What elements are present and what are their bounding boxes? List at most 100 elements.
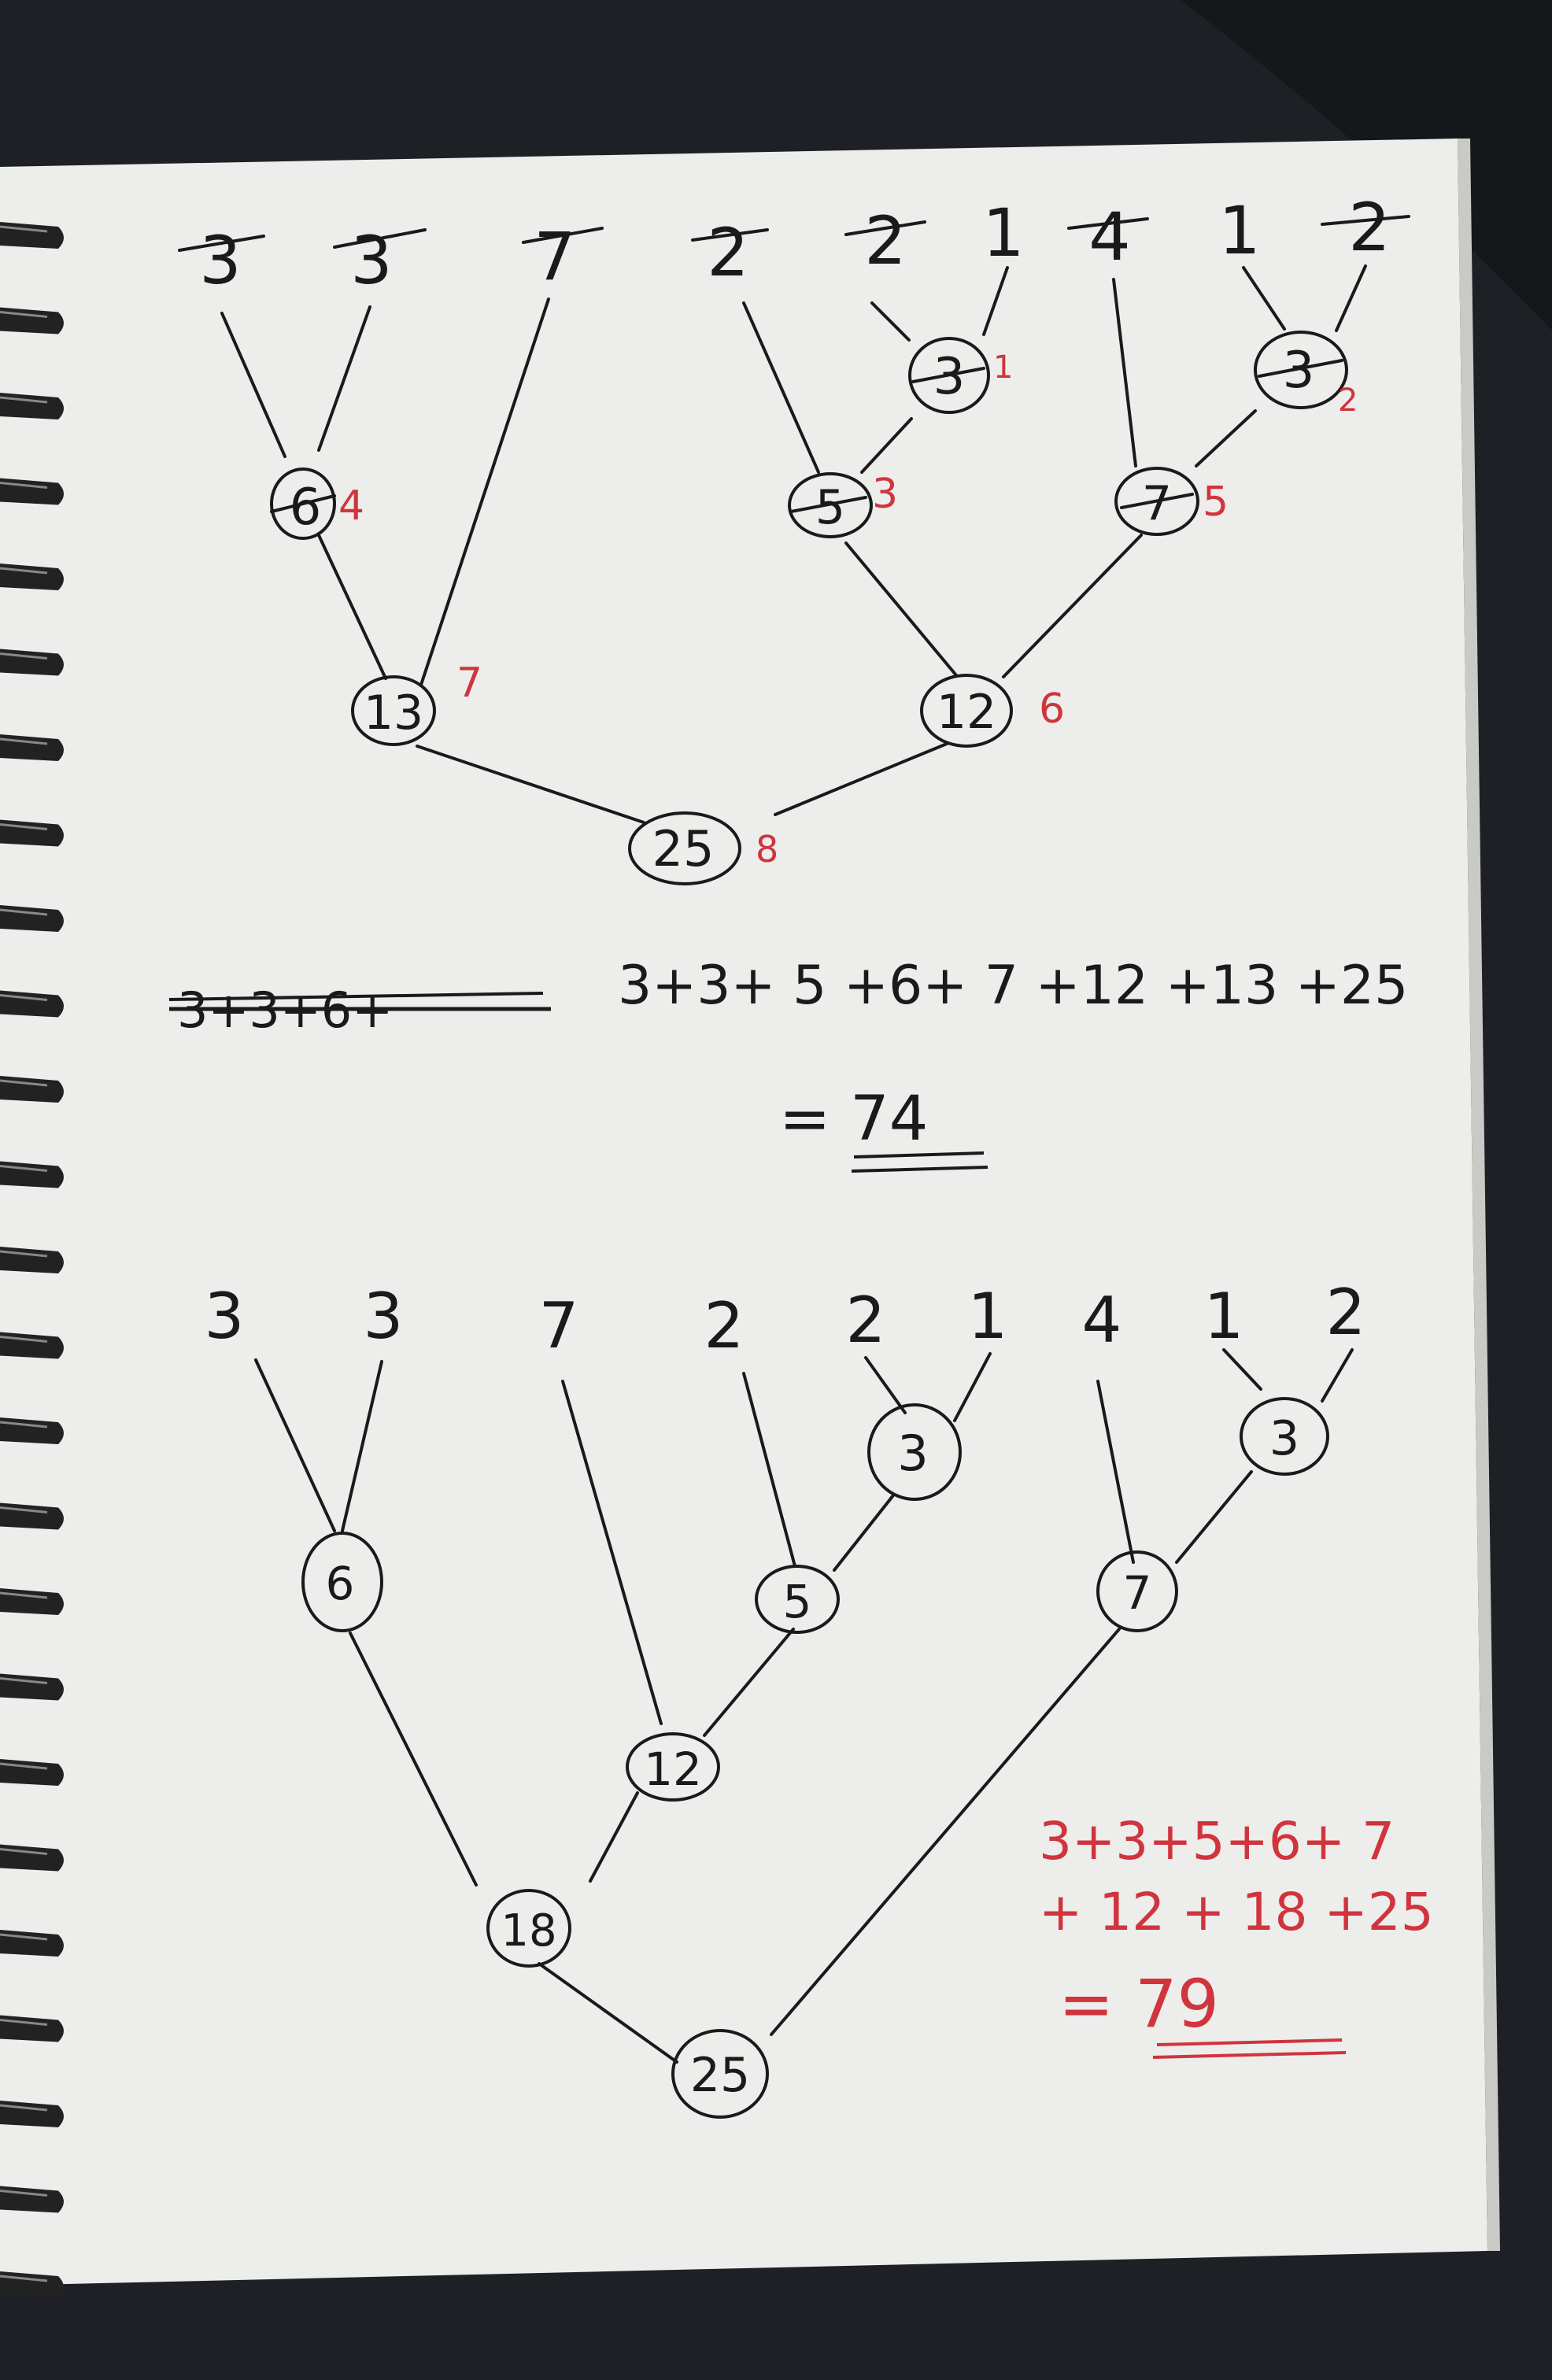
sum-1: 3+3+6+ 3+3+ 5 +6+ 7 +12 +13 +25 = 74 (168, 955, 1408, 1173)
tree2-edge (770, 1628, 1121, 2036)
spiral-ring-highlight (0, 1762, 48, 1770)
page-edge-shadow (1458, 139, 1500, 2251)
tree2-edge (742, 1372, 796, 1568)
order-label: 8 (756, 828, 778, 870)
tree2-edge (1096, 1380, 1135, 1564)
tree2-edge (833, 1494, 895, 1572)
tree1-edge (317, 534, 387, 680)
tree2-node-12: 12 (644, 1743, 702, 1796)
sum2-result: = 79 (1059, 1965, 1219, 2042)
sum1-underline (853, 1151, 985, 1159)
spiral-ring-highlight (0, 567, 48, 575)
order-label: 7 (456, 660, 482, 707)
tree1-leaf: 2 (864, 202, 906, 279)
tree1-order-labels: 1 2 3 4 5 6 7 8 (338, 349, 1358, 870)
order-label: 6 (1039, 686, 1065, 733)
tree1-node-25: 25 (652, 820, 715, 878)
sum2-line1: 3+3+5+6+ 7 (1039, 1811, 1395, 1872)
spiral-ring-highlight (0, 225, 48, 233)
spiral-ring-highlight (0, 1677, 48, 1684)
tree1-edge (1112, 278, 1137, 468)
tree1-edge (870, 301, 911, 342)
spiral-binding (0, 222, 64, 2298)
tree2-node-3a: 3 (897, 1425, 928, 1482)
tree2-node-18: 18 (501, 1905, 556, 1957)
tree2-edge (703, 1628, 795, 1737)
tree2-leaf: 1 (968, 1280, 1008, 1353)
tree-2-text: 3 3 7 2 2 1 4 1 2 6 3 5 12 18 3 7 25 (205, 1276, 1366, 2103)
tree-2 (254, 1348, 1354, 2119)
tree2-edge (1222, 1348, 1262, 1391)
tree2-node-circle (671, 2029, 769, 2119)
tree2-node-7: 7 (1123, 1566, 1152, 1620)
tree1-edge (1242, 266, 1286, 331)
tree1-leaf: 2 (707, 214, 748, 291)
tree2-edge (349, 1632, 478, 1887)
spiral-ring-highlight (0, 823, 48, 830)
spiral-ring-highlight (0, 1933, 48, 1941)
tree1-node-13: 13 (364, 686, 423, 741)
spiral-ring-highlight (0, 2190, 48, 2197)
tree1-node-circle (908, 337, 990, 414)
tree2-leaf: 3 (205, 1280, 245, 1353)
tree1-node-circle (270, 468, 336, 540)
tree2-leaf: 2 (704, 1289, 745, 1362)
tree2-edge (1175, 1470, 1253, 1564)
tree1-node-circle (1254, 331, 1348, 409)
tree1-edge (416, 745, 645, 824)
spiral-ring-highlight (0, 1250, 48, 1258)
tree2-edge (538, 1962, 678, 2064)
order-label: 2 (1338, 382, 1358, 419)
order-label: 5 (1203, 479, 1229, 526)
tree1-node-circle (788, 472, 873, 538)
tree2-edge (561, 1380, 663, 1725)
spiral-ring-highlight (0, 1506, 48, 1513)
tree1-edge (1002, 534, 1143, 678)
tree2-leaf: 7 (539, 1289, 579, 1362)
spiral-ring-highlight (0, 1336, 48, 1343)
tree2-node-circle (301, 1532, 383, 1632)
spiral-ring-highlight (0, 908, 48, 916)
tree2-leaf: 1 (1204, 1280, 1244, 1353)
tree1-node-5: 5 (815, 480, 845, 535)
tree1-node-circle (628, 811, 741, 885)
sum-2: 3+3+5+6+ 7 + 12 + 18 +25 = 79 (1039, 1811, 1434, 2059)
tree1-edge (774, 742, 948, 816)
tree1-leaf: 7 (534, 218, 575, 295)
tree1-node-circle (920, 674, 1013, 748)
tree1-node-12: 12 (937, 685, 996, 740)
tree2-node-circle (1096, 1550, 1178, 1632)
spiral-ring-highlight (0, 1848, 48, 1855)
notebook-page (0, 139, 1487, 2286)
tree1-edge (860, 417, 913, 474)
spiral-ring-highlight (0, 2104, 48, 2112)
tree1-edge (419, 298, 550, 686)
tree1-leaf: 1 (982, 194, 1024, 272)
tree2-leaf: 4 (1082, 1284, 1122, 1357)
spiral-ring-highlight (0, 994, 48, 1001)
tree-1-text: 3 3 7 2 2 1 4 1 2 6 13 3 5 3 7 12 25 (199, 189, 1390, 878)
tree1-edge (1335, 264, 1367, 332)
order-label: 1 (993, 349, 1013, 386)
spiral-ring-highlight (0, 1421, 48, 1428)
tree1-leaf: 3 (350, 222, 392, 299)
tree2-edge (254, 1358, 336, 1532)
spiral-ring-highlight (0, 2019, 48, 2026)
spiral-ring-highlight (0, 2275, 48, 2282)
sum1-underline (851, 1166, 988, 1173)
tree1-edge (742, 301, 820, 474)
tree1-node-6: 6 (290, 479, 322, 537)
tree1-edge (982, 266, 1009, 336)
tree1-node-circle (1114, 467, 1199, 536)
sum1-result: = 74 (779, 1084, 928, 1155)
spiral-ring-highlight (0, 482, 48, 489)
tree1-strikes (178, 215, 1410, 513)
tree-1 (220, 264, 1367, 885)
tree1-node-circle (351, 675, 436, 746)
tree2-edge (589, 1791, 639, 1883)
tree2-edge (953, 1352, 992, 1422)
tree1-leaf: 3 (199, 222, 241, 299)
spiral-ring-highlight (0, 1079, 48, 1087)
spiral-ring-highlight (0, 1591, 48, 1599)
